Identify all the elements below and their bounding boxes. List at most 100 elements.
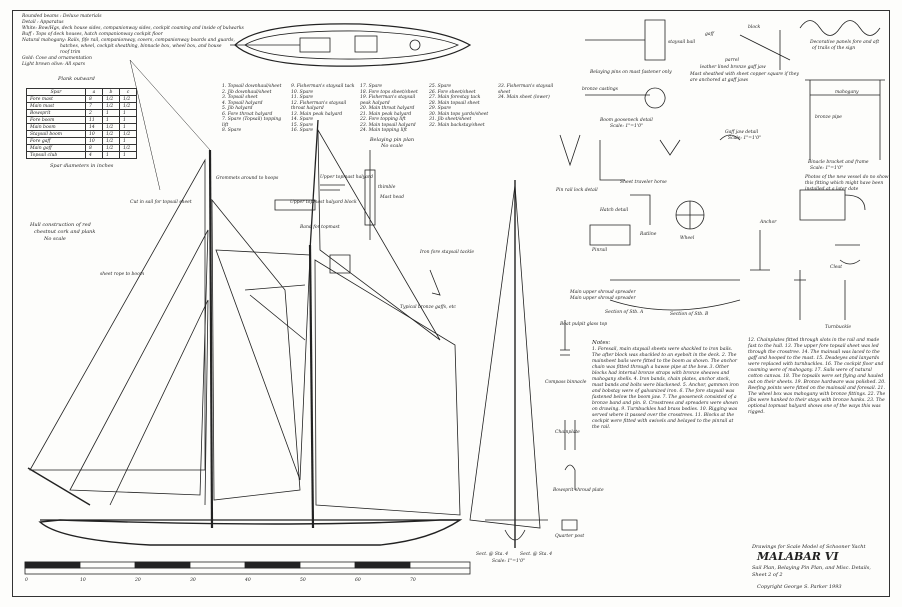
detail-label-flag-note3: installed at a later date: [805, 187, 859, 192]
paint-note-7: Gold: Cove and ornamentation: [22, 56, 92, 61]
detail-label-parrel2: Mast sheathed with sheet copper square i…: [690, 72, 799, 77]
legend-item: 27. Main forestay tack: [429, 95, 481, 100]
legend-item: 8. Spare: [222, 128, 242, 133]
scale-tick-label: 60: [355, 578, 361, 583]
legend-item: 19. Fisherman's staysail peak halyard: [360, 95, 416, 106]
title-sheet: Sheet 2 of 2: [752, 572, 783, 578]
legend-subtitle: No scale: [381, 142, 403, 149]
spar-table-cell: Fore gaff: [26, 137, 86, 145]
scale-tick-label: 70: [410, 578, 416, 583]
detail-label-boat-pulpit: Boat pulpit glass top: [560, 322, 608, 327]
spar-table-header-cell: a: [85, 88, 103, 96]
drawing-border: [12, 10, 890, 597]
legend-item: 22. Fore topping lift: [360, 117, 406, 122]
sail-label: sheet rope to boom: [100, 272, 145, 277]
detail-label-halyard-block: Upper topmast halyard block: [290, 200, 357, 205]
legend-item: 14. Spare: [291, 117, 314, 122]
detail-label-parrel: parrel: [725, 58, 739, 63]
spar-table-cell: 1/2: [102, 102, 120, 110]
paint-note-3: Buff : Tops of deck houses, hatch compan…: [22, 32, 163, 37]
legend-item: 7. Spare (Topsail) topping lift: [222, 117, 282, 128]
detail-label-gaff-jaw: Gaff jaw detail: [725, 130, 759, 135]
detail-label-band: Band for topmast: [300, 225, 340, 230]
title-description: Sail Plan, Belaying Pin Plan, and Misc. …: [752, 565, 871, 571]
detail-label-quarter-post: Quarter post: [555, 534, 585, 539]
spar-table-cell: Staysail boom: [26, 130, 86, 138]
spar-table-cell: 1: [102, 116, 120, 124]
legend-item: 4. Topsail halyard: [222, 100, 263, 106]
detail-label-pin-rail: Pin rail lock detail: [556, 188, 598, 193]
legend-item: 32. Main backstay/sheet: [429, 122, 485, 128]
title-copyright: Copyright George S. Parker 1993: [757, 584, 842, 590]
spar-table-cell: 10: [85, 130, 103, 138]
scale-tick-label: 20: [135, 578, 141, 583]
detail-label-parrel3: are anchored at gaff jaws: [690, 78, 749, 83]
spar-table-cell: 2: [85, 109, 103, 117]
detail-label-bronze-pipe: bronze pipe: [815, 115, 842, 120]
spar-table-header-cell: c: [119, 88, 137, 96]
spar-table-cell: 1/2: [102, 123, 120, 131]
spar-table-cell: 1/2: [119, 144, 137, 152]
legend-item: 9. Fisherman's staysail tack: [291, 84, 355, 89]
title-subtitle: Drawings for Scale Model of Schooner Yac…: [752, 544, 866, 550]
middle-details: [274, 150, 441, 296]
spar-table-cell: 1: [119, 151, 137, 159]
legend-item: 23. Main topsail halyard: [360, 122, 416, 128]
scale-tick-label: 30: [190, 578, 196, 583]
detail-label-section-line-1: Sect. @ Sta. 4: [476, 552, 509, 557]
spar-table-header-cell: b: [102, 88, 120, 96]
spar-table-cell: 1: [102, 151, 120, 159]
legend-item: 26. Fore sheet/sheet: [429, 89, 476, 95]
spar-table-cell: 10: [85, 137, 103, 145]
legend-item: 28. Main topsail sheet: [429, 100, 480, 106]
spar-table-cell: 1/2: [119, 95, 137, 103]
hull-note-1: chestnut cork and plank: [34, 229, 96, 235]
legend-item: 24. Main topping lift: [360, 128, 407, 133]
legend-item: 30. Main tops yards/sheet: [429, 111, 489, 117]
detail-label-spreader2: Main upper shroud spreader: [570, 296, 636, 301]
detail-label-wheel: Wheel: [680, 236, 695, 241]
detail-label-turnbuckle: Turnbuckle: [825, 325, 852, 330]
detail-label-bronze-castings: bronze castings: [582, 87, 618, 92]
spar-table-cell: Topsail club: [26, 151, 86, 159]
spar-table-cell: 1: [119, 116, 137, 124]
deck-plan: [230, 23, 472, 67]
legend-item: 18. Fore tops sheet/sheet: [360, 89, 418, 95]
scale-bar: [24, 561, 471, 575]
spar-table-cell: 1/2: [102, 95, 120, 103]
detail-label-anchor: Anchor: [760, 220, 777, 225]
spar-table-cell: 1/2: [102, 137, 120, 145]
legend-item: 21. Main peak halyard: [360, 111, 412, 117]
detail-label-binnacle-scale: Scale: 1"=1'0": [810, 166, 844, 171]
legend-item: 17. Spare: [360, 84, 383, 89]
legend-title: Belaying pin plan: [369, 136, 415, 143]
detail-label-gaff-jaw-scale: Scale: 1"=1'0": [728, 136, 762, 141]
legend-item: 13. Main peak halyard: [291, 111, 343, 117]
detail-label-section-a: Section of Stb. A: [605, 310, 644, 315]
hull-note-0: Hull construction of red: [30, 222, 91, 228]
legend-item: 34. Main sheet (lower): [498, 95, 550, 100]
spar-table-footer: Spar diameters in inches: [50, 163, 114, 169]
hull-note-2: No scale: [44, 236, 66, 242]
sail-plan: [27, 59, 463, 546]
spar-table-cell: 8: [85, 95, 103, 103]
scale-tick-label: 10: [80, 578, 86, 583]
spar-table-cell: 1: [119, 109, 137, 117]
detail-label-spreader: Main upper shroud spreader: [570, 290, 636, 295]
detail-label-main-halyard: Upper topmast halyard: [320, 175, 373, 180]
paint-note-2: White: Bow/Hgs, deck house sides, compan…: [22, 26, 244, 31]
profile-view: [469, 180, 548, 548]
legend-item: 16. Spare: [291, 128, 314, 133]
mainmast: [308, 244, 315, 529]
detail-label-compass: Compass binnacle: [545, 380, 587, 385]
